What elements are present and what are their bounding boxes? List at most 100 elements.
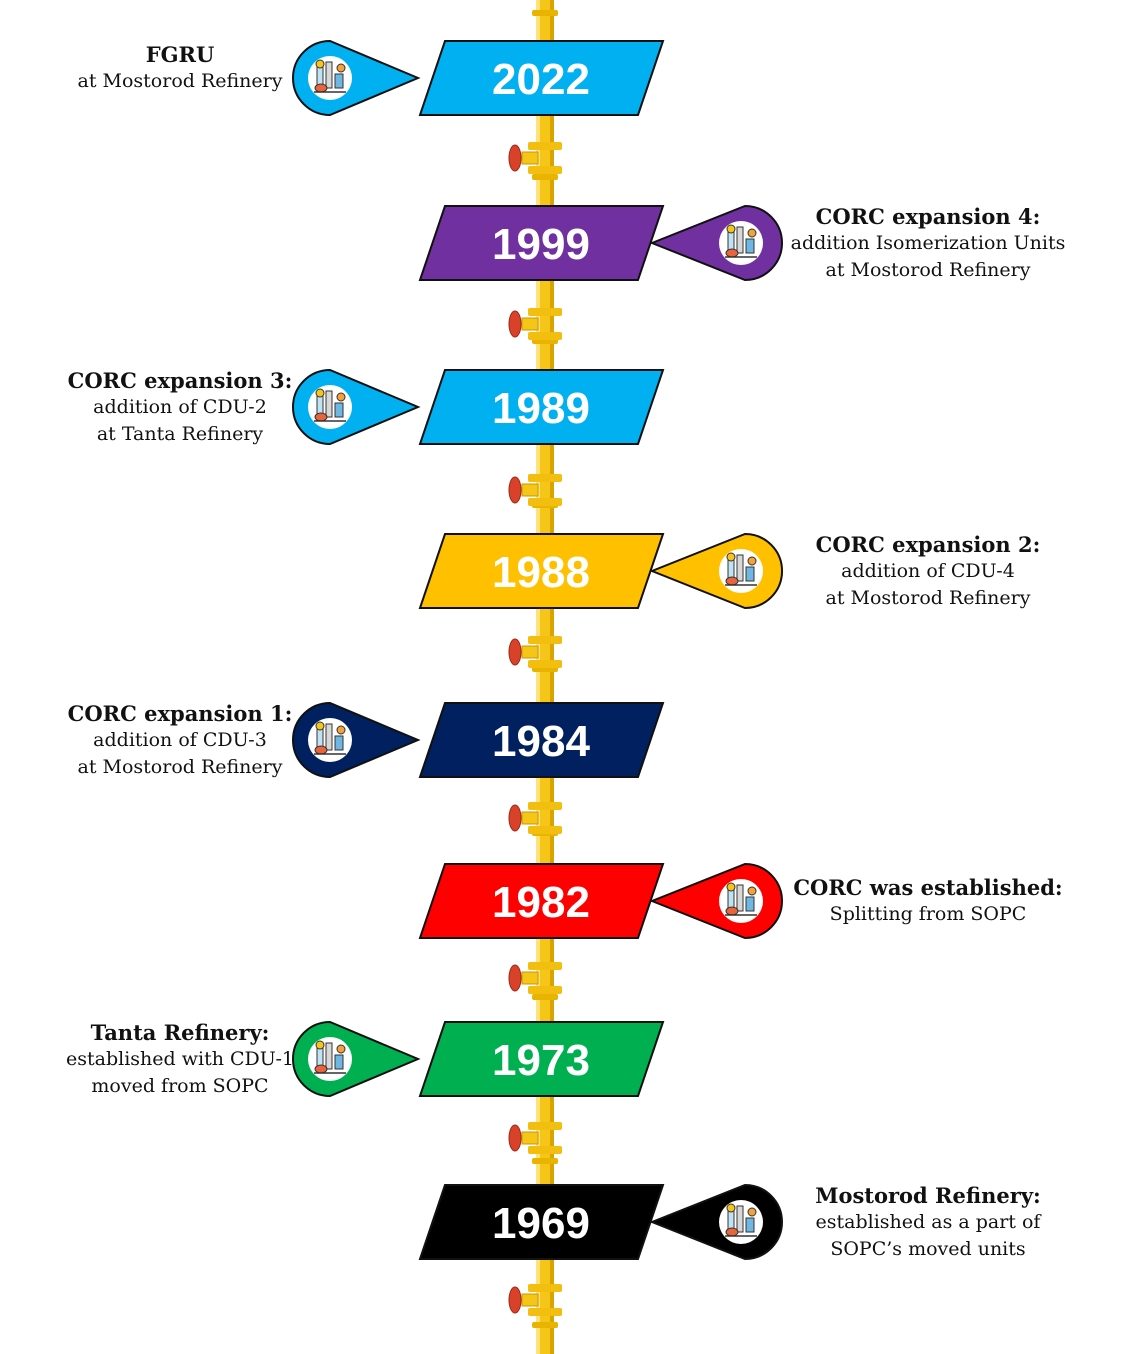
event-title: CORC expansion 2: xyxy=(815,531,1041,557)
year-banner xyxy=(418,1021,665,1097)
event-title: CORC expansion 4: xyxy=(815,203,1041,229)
valve-flange-bottom xyxy=(528,1146,562,1154)
icon-column xyxy=(736,554,744,582)
event-description: at Mostorod Refinery xyxy=(77,755,283,778)
valve-stem xyxy=(521,811,539,825)
icon-gauge xyxy=(336,1044,346,1054)
event-caption: Mostorod Refinery:established as a part … xyxy=(782,1182,1074,1263)
timeline-event: 1999 xyxy=(418,204,783,282)
year-banner xyxy=(418,40,665,116)
icon-building xyxy=(334,73,344,89)
event-description: at Mostorod Refinery xyxy=(825,586,1031,609)
event-description: established with CDU-1 xyxy=(66,1047,294,1070)
event-description: at Mostorod Refinery xyxy=(77,70,283,92)
timeline-event: 2022 xyxy=(292,39,665,117)
timeline-event: 1973 xyxy=(292,1020,665,1098)
timeline-event: 1984 xyxy=(292,701,665,779)
event-title: Mostorod Refinery: xyxy=(815,1182,1041,1208)
event-title: CORC expansion 1: xyxy=(67,700,293,726)
timeline-event: 1989 xyxy=(292,368,665,446)
timeline-event: 1969 xyxy=(418,1183,783,1261)
valve-flange-top xyxy=(528,1284,562,1292)
icon-tank xyxy=(725,1227,739,1237)
icon-flame xyxy=(315,721,325,731)
valve-flange-bottom xyxy=(528,166,562,174)
timeline-event: 1988 xyxy=(418,532,783,610)
icon-column xyxy=(325,723,333,751)
valve-flange-bottom xyxy=(528,826,562,834)
pipe-flange xyxy=(532,174,558,180)
icon-column xyxy=(325,61,333,89)
valve-stem xyxy=(521,645,539,659)
icon-tank xyxy=(725,248,739,258)
icon-building xyxy=(745,896,755,912)
icon-flame xyxy=(726,882,736,892)
icon-gauge xyxy=(336,63,346,73)
year-banner xyxy=(418,863,665,939)
valve-stem xyxy=(521,971,539,985)
icon-flame xyxy=(726,224,736,234)
year-label: 1989 xyxy=(492,384,590,433)
pipe-flange xyxy=(532,994,558,1000)
icon-column xyxy=(736,1205,744,1233)
refinery-icon xyxy=(308,56,352,100)
event-description: established as a part of xyxy=(815,1210,1041,1233)
icon-building xyxy=(745,1217,755,1233)
valve-flange-top xyxy=(528,802,562,810)
event-title: CORC was established: xyxy=(793,875,1063,900)
icon-building xyxy=(334,735,344,751)
valve-flange-bottom xyxy=(528,660,562,668)
valve-stem xyxy=(521,151,539,165)
year-label: 1969 xyxy=(492,1199,590,1248)
valve xyxy=(508,636,562,668)
event-caption: CORC was established: Splitting from SOPC xyxy=(782,874,1074,928)
valve-flange-bottom xyxy=(528,1308,562,1316)
icon-tank xyxy=(725,906,739,916)
valve-flange-top xyxy=(528,474,562,482)
refinery-icon xyxy=(719,1200,763,1244)
event-description: addition of CDU-3 xyxy=(93,728,267,751)
year-label: 1982 xyxy=(492,878,590,927)
valve-flange-top xyxy=(528,1122,562,1130)
valve xyxy=(508,308,562,340)
event-description: Splitting from SOPC xyxy=(829,903,1027,925)
valve-stem xyxy=(521,317,539,331)
valve-flange-top xyxy=(528,308,562,316)
valve-stem xyxy=(521,1293,539,1307)
icon-gauge xyxy=(336,725,346,735)
valve-wheel-icon xyxy=(508,964,522,992)
refinery-icon xyxy=(719,549,763,593)
icon-column xyxy=(325,390,333,418)
valve xyxy=(508,962,562,994)
icon-gauge xyxy=(747,1207,757,1217)
valve-wheel-icon xyxy=(508,1286,522,1314)
icon-flame xyxy=(315,59,325,69)
icon-tank xyxy=(725,576,739,586)
valve-wheel-icon xyxy=(508,310,522,338)
valve-wheel-icon xyxy=(508,804,522,832)
year-banner xyxy=(418,205,665,281)
year-label: 1984 xyxy=(492,717,590,766)
event-description: SOPC’s moved units xyxy=(830,1237,1026,1260)
icon-gauge xyxy=(747,228,757,238)
valve xyxy=(508,802,562,834)
event-description: at Mostorod Refinery xyxy=(825,258,1031,281)
valve-flange-top xyxy=(528,962,562,970)
timeline-event: 1982 xyxy=(418,862,783,940)
pipe-flange xyxy=(532,1322,558,1328)
refinery-icon xyxy=(719,879,763,923)
icon-building xyxy=(745,566,755,582)
year-label: 1973 xyxy=(492,1036,590,1085)
valve-flange-top xyxy=(528,142,562,150)
valve-flange-top xyxy=(528,636,562,644)
year-banner xyxy=(418,533,665,609)
event-caption: CORC expansion 1:addition of CDU-3 at Mos… xyxy=(40,700,320,781)
valve-stem xyxy=(521,1131,539,1145)
event-title: CORC expansion 3: xyxy=(67,367,293,393)
pipe-flange xyxy=(532,1158,558,1164)
icon-column xyxy=(325,1042,333,1070)
